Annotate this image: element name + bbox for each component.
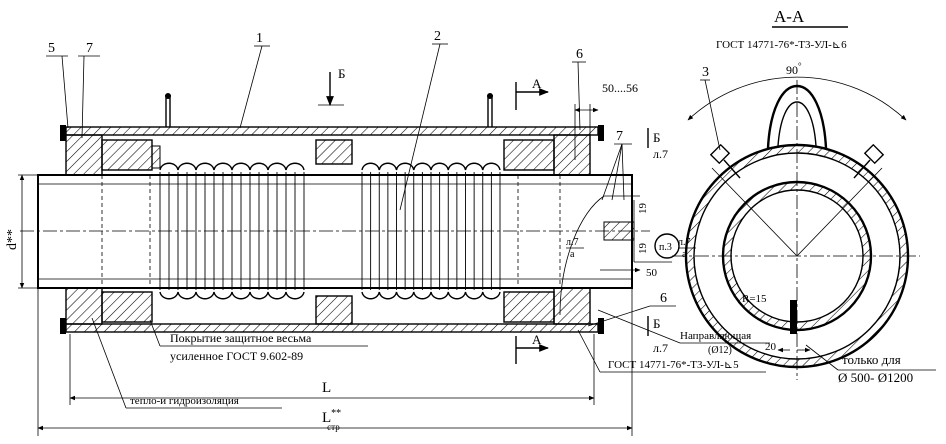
- right-details: [559, 104, 680, 336]
- callout-1: 1: [256, 31, 263, 46]
- cross-section-a-a: [672, 26, 936, 380]
- callout-7-right: 7: [616, 129, 623, 144]
- longitudinal-view: [18, 43, 770, 436]
- detail-ref: п.3: [659, 242, 672, 253]
- weld-ref-left-den: а: [570, 249, 575, 260]
- section-a-top: A: [532, 76, 542, 91]
- section-cut-marks: [318, 72, 549, 364]
- guide-label: Направляющая: [680, 330, 751, 342]
- only-for-line1: только для: [842, 352, 901, 367]
- dim-gap-range: 50....56: [602, 81, 638, 95]
- weld-ref-left-num: л.7: [566, 237, 579, 248]
- weld-standard-bottom: ГОСТ 14771-76*-Т3-УЛ-⊾5: [608, 359, 739, 371]
- coating-note-line2: усиленное ГОСТ 9.602-89: [170, 349, 303, 363]
- weld-ref-right-num: л.7: [678, 237, 691, 248]
- callout-6-bottom: 6: [660, 291, 667, 306]
- dim-diameter: d**: [5, 229, 20, 250]
- dim-20: 20: [765, 341, 777, 353]
- sheet-ref-top: л.7: [653, 147, 668, 161]
- bellows: [159, 162, 501, 300]
- dim-radius: R=15: [742, 293, 767, 305]
- dim-length: L: [322, 380, 331, 396]
- labels: A-A 5 7 1 2 6 7 6 3 Б A A Б л.7 Б л.7 50…: [5, 7, 913, 432]
- insulation-note: тепло-и гидроизоляция: [130, 395, 239, 407]
- dimension-lines: [18, 174, 633, 436]
- inner-pipe: [20, 174, 650, 289]
- flange-blocks: [65, 134, 591, 325]
- only-for-line2: Ø 500- Ø1200: [838, 370, 913, 385]
- section-b-right-top: Б: [653, 130, 660, 145]
- dim-angle: 90°: [786, 61, 802, 77]
- weld-standard-top: ГОСТ 14771-76*-Т3-УЛ-⊾6: [716, 39, 847, 51]
- callout-7-left: 7: [86, 41, 93, 56]
- outer-casing: [60, 125, 604, 334]
- dim-19-top: 19: [637, 203, 649, 215]
- section-title: A-A: [774, 7, 805, 26]
- section-b-top: Б: [338, 66, 345, 81]
- section-b-right-bottom: Б: [653, 316, 660, 331]
- dim-50: 50: [646, 267, 658, 279]
- weld-ref-right-den: а: [682, 249, 687, 260]
- dim-length-structural: L**стр: [322, 408, 341, 432]
- callout-5: 5: [48, 41, 55, 56]
- lifting-lug-left: [165, 93, 171, 127]
- callout-2: 2: [434, 29, 441, 44]
- guide-size: (Ø12): [708, 345, 732, 356]
- leader-lines: [46, 43, 770, 409]
- lifting-lug-right: [487, 93, 493, 127]
- section-a-bottom: A: [532, 332, 542, 347]
- callout-3: 3: [702, 65, 709, 80]
- coating-note-line1: Покрытие защитное весьма: [170, 331, 312, 345]
- callout-6-top: 6: [576, 47, 583, 62]
- sheet-ref-bottom: л.7: [653, 341, 668, 355]
- dim-19-bottom: 19: [637, 243, 649, 255]
